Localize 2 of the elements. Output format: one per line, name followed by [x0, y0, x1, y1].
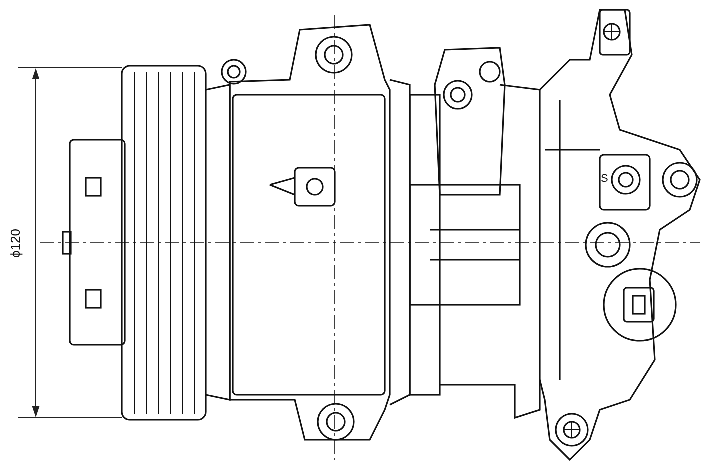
- dimension-text: ϕ120: [8, 229, 23, 258]
- part-marking: S: [601, 173, 608, 185]
